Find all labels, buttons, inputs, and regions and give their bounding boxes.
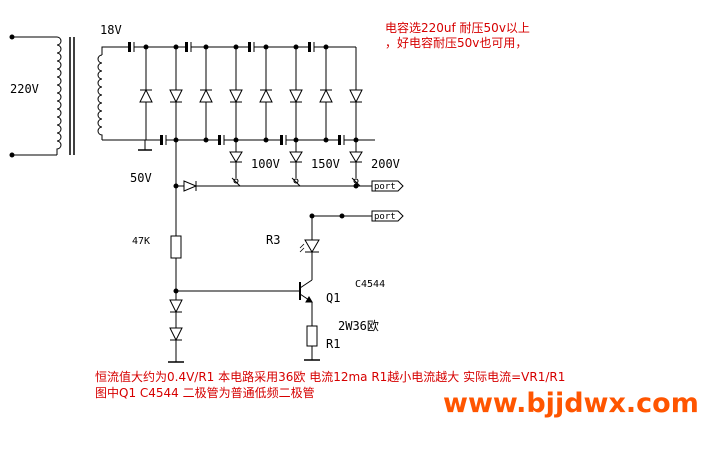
top-rail [122,42,356,52]
primary-winding [56,36,62,155]
label-c4544: C4544 [355,279,385,290]
tap-150v [289,140,303,184]
diode [169,44,183,143]
label-q1: Q1 [326,291,340,305]
watermark: www.bjjdwx.com [443,388,699,419]
transformer [9,34,160,158]
resistor-47k [170,235,182,259]
left-branch [168,140,300,363]
diode [349,47,363,143]
bottom-rail [138,135,375,151]
tap-100v [229,140,243,184]
led-r3 [304,239,320,253]
diode [169,299,183,314]
label-18v: 18V [100,23,122,37]
diode [183,180,198,192]
secondary-winding [97,54,103,140]
note-bottom-line2: 图中Q1 C4544 二极管为普通低频二极管 [95,385,315,400]
output-branch [299,210,404,361]
diode [139,44,153,140]
label-150v: 150V [311,157,340,171]
diode [319,44,333,143]
label-port-1: port [374,182,396,192]
note-top-line2: ，好电容耐压50v也可用， [385,35,527,50]
diode [259,44,273,143]
label-r1-value: 2W36欧 [338,319,379,333]
label-50v: 50V [130,171,152,185]
diode [289,44,303,143]
diode [229,44,243,143]
label-47k: 47K [132,236,150,247]
port-1 [362,180,404,192]
label-100v: 100V [251,157,280,171]
diode [169,327,183,342]
label-r3: R3 [266,233,280,247]
label-r1: R1 [326,337,340,351]
note-bottom-line1: 恒流值大约为0.4V/R1 本电路采用36欧 电流12ma R1越小电流越大 实… [95,369,565,384]
diode [199,44,213,143]
label-200v: 200V [371,157,400,171]
tap-200v [349,140,363,184]
multiplier-diodes [139,44,363,143]
label-220v: 220V [10,82,39,96]
label-port-2: port [374,212,396,222]
resistor-r1 [306,325,318,347]
note-top-line1: 电容选220uf 耐压50v以上 [385,20,530,35]
